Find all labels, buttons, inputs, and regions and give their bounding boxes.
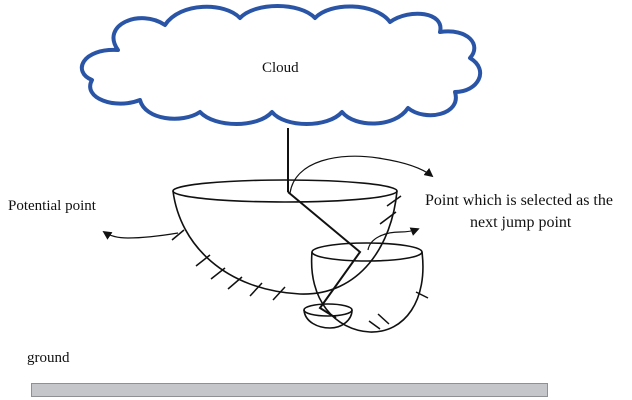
cloud-label: Cloud	[262, 60, 299, 76]
large-bowl-ticks	[171, 195, 402, 301]
medium-bowl-ticks	[368, 291, 429, 330]
large-bowl-rim	[172, 179, 398, 203]
jump-path	[287, 191, 362, 319]
selected-point-label-line1: Point which is selected as the	[425, 192, 613, 209]
small-bowl-rim	[303, 303, 353, 317]
ground-label: ground	[27, 350, 70, 366]
large-bowl-body	[172, 190, 398, 295]
cloud-shape	[79, 4, 483, 126]
selected-point-label-line2: next jump point	[470, 214, 572, 231]
potential-point-arrow	[102, 231, 179, 240]
potential-point-label: Potential point	[8, 198, 96, 214]
medium-bowl-arrow	[367, 227, 420, 251]
small-bowl-body	[303, 309, 353, 329]
selected-point-arrow	[289, 155, 434, 194]
medium-bowl-rim	[311, 242, 423, 262]
medium-bowl-body	[310, 251, 424, 333]
ground-bar	[31, 383, 548, 397]
